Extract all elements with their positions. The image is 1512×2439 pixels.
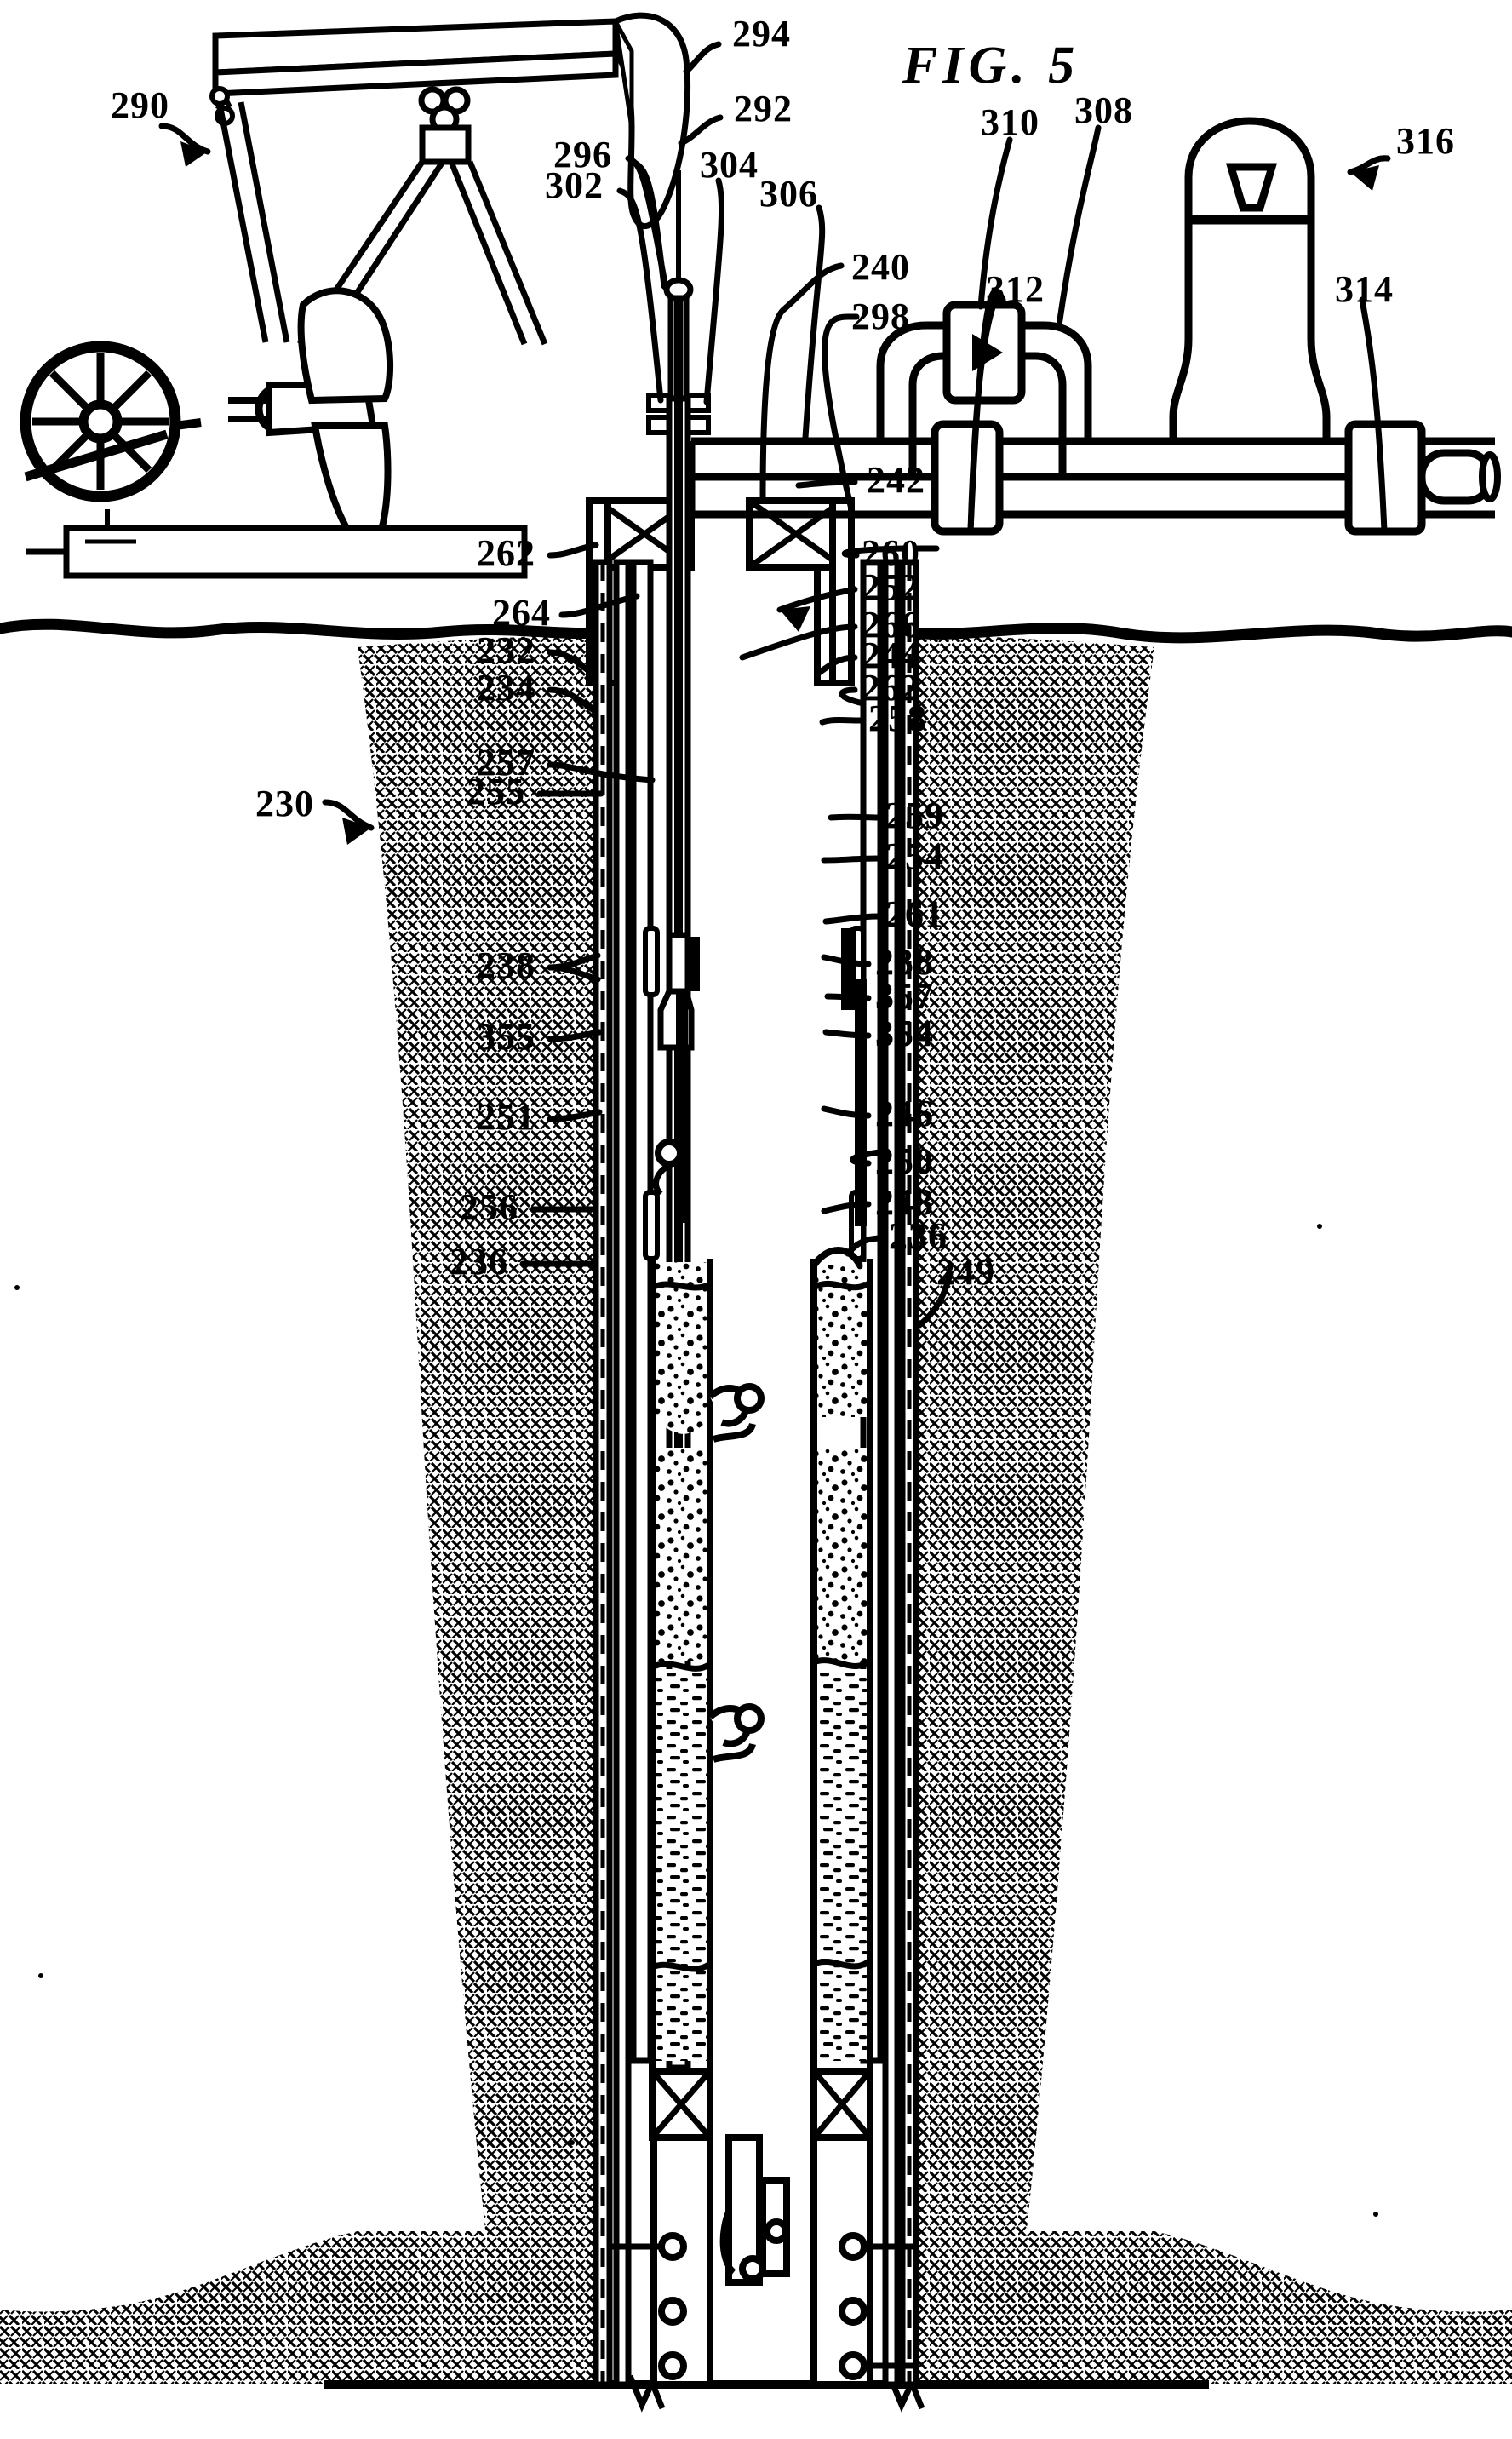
ref-246-lower-gravel: 246 — [875, 1093, 934, 1134]
ref-294-horsehead: 294 — [732, 13, 791, 55]
ref-266-port: 266 — [862, 604, 920, 646]
ref-298-surface-casing: 298 — [851, 296, 910, 337]
ref-292-bridle-cable: 292 — [734, 88, 793, 129]
ref-254-screen-assembly: 254 — [885, 835, 944, 877]
ref-234-casing-wall: 234 — [477, 667, 536, 709]
ref-260-seal-bore: 260 — [862, 532, 920, 574]
ref-316-vessel: 316 — [1396, 120, 1455, 162]
ref-258-packer-upper: 258 — [868, 697, 927, 739]
ref-236-perforations-right: 236 — [889, 1215, 948, 1257]
ref-248-tail-pipe: 248 — [875, 1181, 934, 1223]
ref-236-perforations-left: 236 — [450, 1241, 508, 1283]
ref-242-formation: 242 — [867, 459, 925, 501]
ref-264-production-tubing: 264 — [492, 592, 551, 634]
ref-306-flow-line: 306 — [759, 173, 818, 215]
ref-244-annulus: 244 — [862, 634, 920, 676]
ref-255-gravel-pack-upper: 255 — [467, 771, 525, 812]
ref-302-polished-rod: 302 — [545, 164, 604, 206]
ref-310-flow-valve: 310 — [981, 101, 1040, 143]
ref-238-left-perf-zone: 238 — [477, 944, 536, 986]
ref-314-outlet-fitting: 314 — [1335, 268, 1394, 310]
ref-357-lower-seal: 357 — [875, 975, 934, 1017]
ref-261-gravel: 261 — [885, 893, 944, 935]
ref-355-lower-port: 355 — [477, 1016, 536, 1058]
ref-240-wellhead: 240 — [851, 246, 910, 288]
ref-308-bypass-loop: 308 — [1074, 89, 1133, 131]
figure-title: FIG. 5 — [902, 37, 1080, 95]
ref-312-tee-fitting: 312 — [986, 268, 1045, 310]
ref-252-crossover-tool: 252 — [862, 566, 920, 608]
ref-256-sump: 256 — [460, 1186, 518, 1228]
ref-296-polished-rod-clamp: 296 — [553, 134, 612, 175]
ref-304-stuffing-box: 304 — [700, 144, 759, 186]
ref-230-well-system: 230 — [255, 783, 314, 824]
ref-238-right-perf-zone: 238 — [875, 941, 934, 983]
ref-262-right: 262 — [862, 667, 920, 709]
ref-354-lower-screen: 354 — [875, 1013, 934, 1054]
ref-250-lower-packer: 250 — [875, 1140, 934, 1182]
ref-257-upper-screen: 257 — [477, 742, 536, 783]
ref-290-pumping-unit: 290 — [111, 84, 169, 126]
ref-249-producing-formation: 249 — [936, 1251, 995, 1293]
ref-259-isolation-seal: 259 — [885, 795, 944, 836]
ref-262-left-upper: 262 — [477, 532, 536, 574]
ref-251-screen-base: 251 — [477, 1096, 536, 1138]
ref-232-casing: 232 — [477, 629, 536, 671]
